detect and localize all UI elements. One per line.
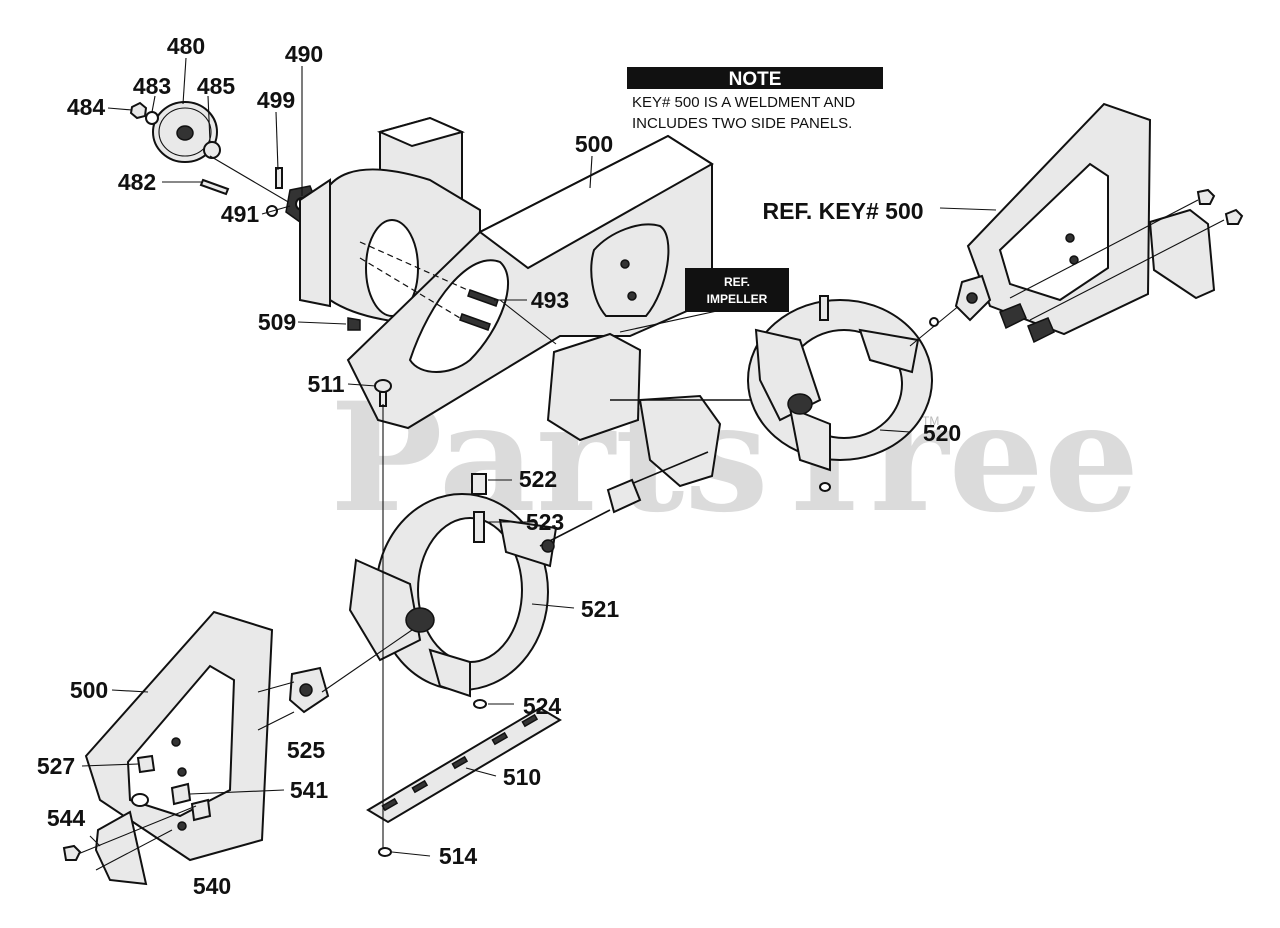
- label-514: 514: [439, 843, 478, 869]
- auger-520: [747, 295, 933, 492]
- label-524: 524: [523, 693, 562, 719]
- washer-483: [145, 111, 159, 125]
- shave-plate-510: [366, 706, 562, 824]
- impeller-gearbox: [546, 332, 812, 514]
- note-line-2: INCLUDES TWO SIDE PANELS.: [632, 115, 852, 132]
- auger-521: [348, 493, 611, 698]
- label-541: 541: [290, 777, 329, 803]
- pin-523: [473, 511, 485, 543]
- nut-514: [378, 847, 392, 857]
- nut-484: [129, 101, 148, 120]
- bolt-541: [170, 782, 212, 822]
- nut-524: [473, 699, 487, 709]
- label-485: 485: [197, 73, 236, 99]
- bolt-527: [136, 754, 156, 774]
- label-540: 540: [193, 873, 231, 899]
- bolt-522: [471, 473, 487, 495]
- label-483: 483: [133, 73, 171, 99]
- note-header-bg: [627, 67, 883, 89]
- label-520: 520: [923, 420, 961, 446]
- note-header: NOTE: [729, 69, 782, 90]
- bolt-493: [459, 289, 499, 331]
- label-480: 480: [167, 33, 205, 59]
- label-500-bottom: 500: [70, 677, 108, 703]
- nut-right-2: [1224, 208, 1244, 225]
- label-510: 510: [503, 764, 541, 790]
- label-482: 482: [118, 169, 156, 195]
- label-523: 523: [526, 509, 564, 535]
- nut-right-1: [1196, 188, 1216, 205]
- note: NOTE KEY# 500 IS A WELDMENT AND INCLUDES…: [627, 67, 883, 132]
- side-panel-right: [954, 102, 1216, 344]
- label-ref-key-500: REF. KEY# 500: [762, 198, 923, 224]
- label-499: 499: [257, 87, 295, 113]
- label-527: 527: [37, 753, 75, 779]
- washer-right: [929, 317, 939, 327]
- nut-544: [62, 844, 82, 861]
- label-491: 491: [221, 201, 260, 227]
- label-522: 522: [519, 466, 557, 492]
- label-490: 490: [285, 41, 323, 67]
- ref-impeller-line-2: IMPELLER: [707, 292, 768, 306]
- label-521: 521: [581, 596, 620, 622]
- label-493: 493: [531, 287, 569, 313]
- ref-impeller-bg: [685, 268, 789, 312]
- ref-impeller-callout: REF. IMPELLER: [685, 268, 789, 312]
- bushing-485: [203, 141, 221, 159]
- label-544: 544: [47, 805, 86, 831]
- watermark-trademark: TM: [922, 414, 939, 428]
- auger-housing: [299, 116, 714, 430]
- label-484: 484: [67, 94, 106, 120]
- bolt-509: [347, 317, 361, 331]
- gear-480: [152, 101, 218, 163]
- label-525: 525: [287, 737, 326, 763]
- key-482: [199, 178, 230, 196]
- note-line-1: KEY# 500 IS A WELDMENT AND: [632, 94, 855, 111]
- screw-499: [275, 167, 283, 189]
- label-509: 509: [258, 309, 296, 335]
- washer-left: [131, 793, 149, 807]
- ref-impeller-line-1: REF.: [724, 275, 750, 289]
- label-511: 511: [307, 371, 344, 397]
- label-500-top: 500: [575, 131, 613, 157]
